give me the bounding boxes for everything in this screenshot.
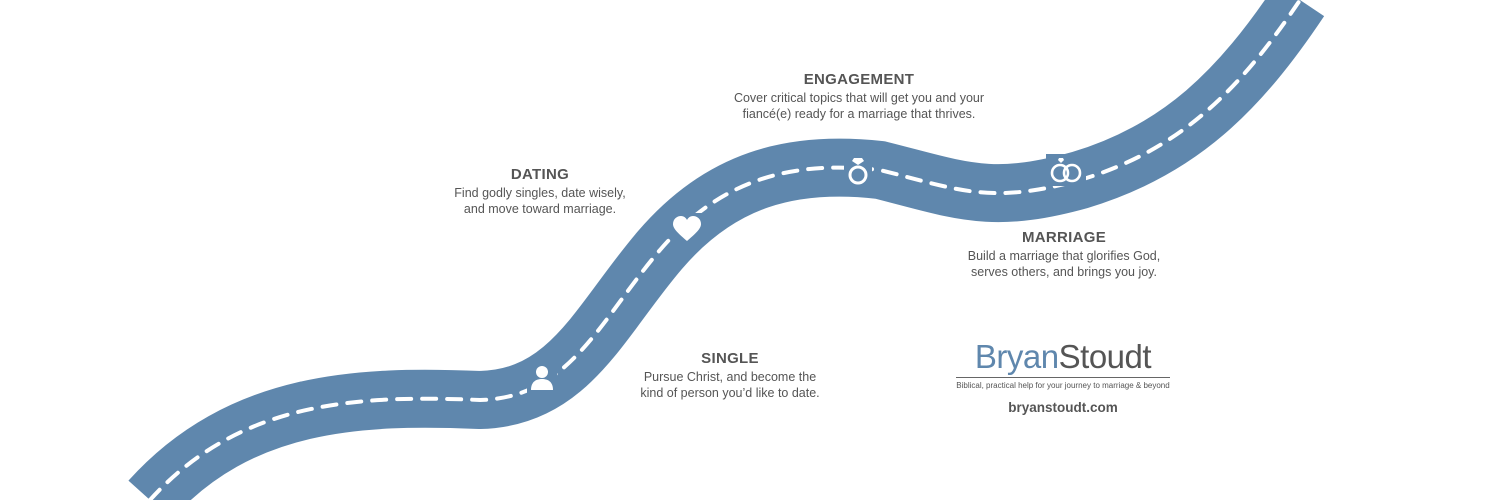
road-center-line xyxy=(148,0,1302,500)
stage-engagement-title: ENGAGEMENT xyxy=(803,71,915,88)
person-icon xyxy=(527,361,557,393)
stage-single-title: SINGLE xyxy=(701,350,759,367)
stage-dating-title: DATING xyxy=(510,166,570,183)
stage-dating-description: Find godly singles, date wisely, and mov… xyxy=(454,186,626,216)
brand-divider xyxy=(956,377,1170,378)
ring-icon xyxy=(844,154,872,188)
brand-logo-last: Stoudt xyxy=(1058,338,1152,375)
stage-marriage-description: Build a marriage that glorifies God, ser… xyxy=(967,249,1161,279)
stage-marriage: MARRIAGE Build a marriage that glorifies… xyxy=(934,229,1194,280)
stage-dating: DATING Find godly singles, date wisely, … xyxy=(420,166,660,217)
stage-single: SINGLE Pursue Christ, and become the kin… xyxy=(600,350,860,401)
brand-block: BryanStoudt Biblical, practical help for… xyxy=(950,338,1176,415)
stage-engagement-description: Cover critical topics that will get you … xyxy=(733,91,985,121)
stage-marriage-title: MARRIAGE xyxy=(1021,229,1107,246)
wedding-rings-icon xyxy=(1046,154,1086,186)
brand-url[interactable]: bryanstoudt.com xyxy=(1008,400,1118,415)
stage-single-description: Pursue Christ, and become the kind of pe… xyxy=(640,370,820,400)
brand-tagline: Biblical, practical help for your journe… xyxy=(956,381,1170,390)
heart-icon xyxy=(671,213,703,245)
brand-logo: BryanStoudt xyxy=(950,338,1176,376)
stage-engagement: ENGAGEMENT Cover critical topics that wi… xyxy=(700,71,1018,122)
brand-logo-first: Bryan xyxy=(974,338,1059,375)
